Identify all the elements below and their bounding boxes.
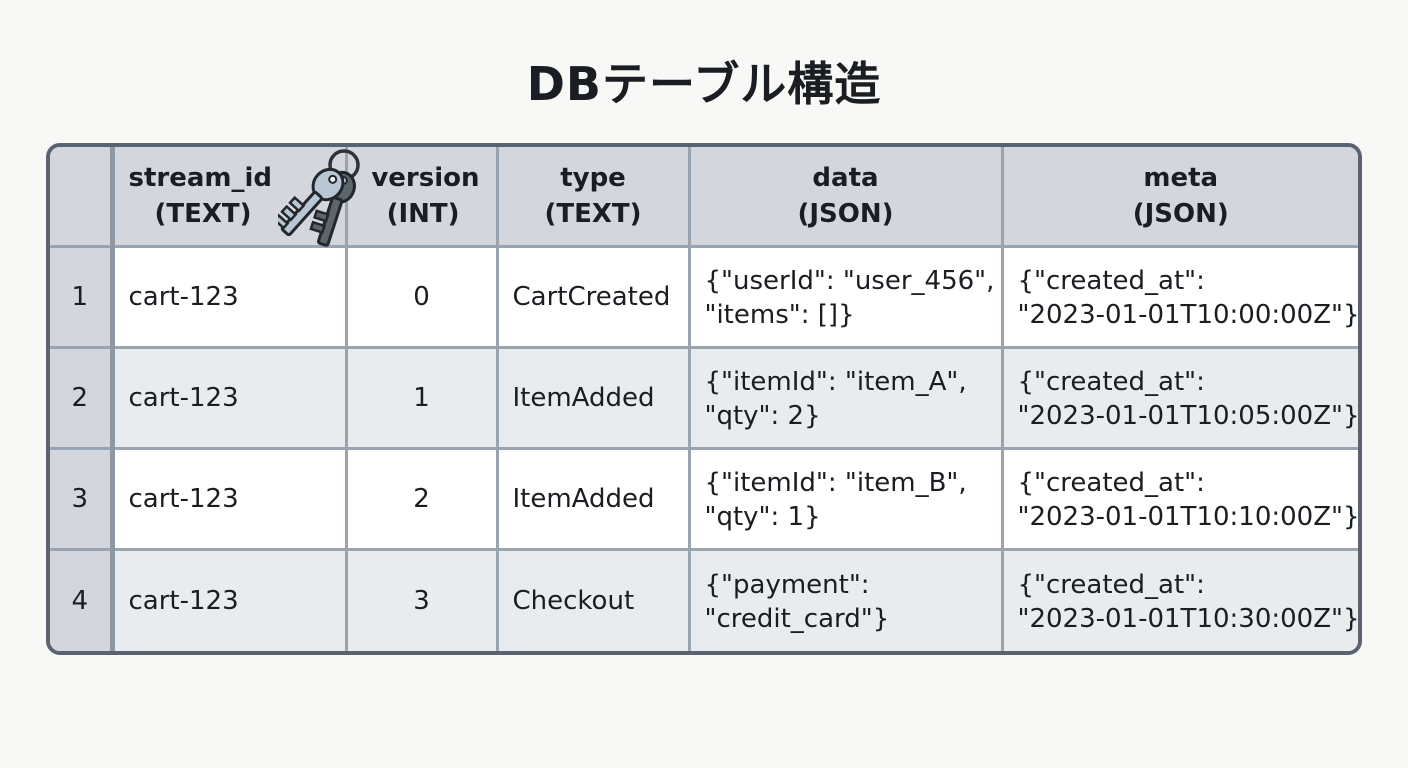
- column-name: data: [812, 163, 879, 193]
- column-header-version[interactable]: version (INT): [344, 147, 499, 248]
- json-line: "items": []}: [704, 300, 855, 331]
- cell-version[interactable]: 0: [344, 244, 499, 350]
- cell-stream-id[interactable]: cart-123: [110, 447, 348, 552]
- json-line: {"created_at":: [1017, 367, 1205, 398]
- cell-stream-id[interactable]: cart-123: [110, 548, 348, 651]
- event-table: stream_id (TEXT) version (INT) type (TEX…: [50, 147, 1358, 651]
- json-line: {"itemId": "item_B",: [704, 468, 967, 499]
- cell-data[interactable]: {"itemId": "item_A", "qty": 2}: [687, 346, 1004, 451]
- json-line: "2023-01-01T10:10:00Z"}: [1017, 502, 1360, 533]
- column-type: (TEXT): [154, 199, 252, 229]
- table-row[interactable]: 3 cart-123 2 ItemAdded {"itemId": "item_…: [50, 447, 1360, 552]
- cell-type[interactable]: Checkout: [495, 548, 691, 651]
- json-line: {"userId": "user_456",: [704, 266, 995, 297]
- json-line: {"created_at":: [1017, 570, 1205, 601]
- cell-version[interactable]: 2: [344, 447, 499, 552]
- cell-version[interactable]: 3: [344, 548, 499, 651]
- cell-type[interactable]: ItemAdded: [495, 447, 691, 552]
- cell-data[interactable]: {"payment": "credit_card"}: [687, 548, 1004, 651]
- json-line: "qty": 1}: [704, 502, 821, 533]
- cell-data[interactable]: {"itemId": "item_B", "qty": 1}: [687, 447, 1004, 552]
- column-name: type: [560, 163, 626, 193]
- column-name: meta: [1143, 163, 1219, 193]
- keys-icon: [278, 149, 360, 247]
- column-header-meta[interactable]: meta (JSON): [1000, 147, 1358, 248]
- cell-meta[interactable]: {"created_at": "2023-01-01T10:00:00Z"}: [1000, 244, 1360, 350]
- json-line: {"created_at":: [1017, 266, 1205, 297]
- table-row[interactable]: 1 cart-123 0 CartCreated {"userId": "use…: [50, 244, 1360, 350]
- cell-version[interactable]: 1: [344, 346, 499, 451]
- page-title: DBテーブル構造: [526, 57, 882, 111]
- json-line: "2023-01-01T10:05:00Z"}: [1017, 401, 1360, 432]
- column-type: (JSON): [797, 199, 894, 229]
- json-line: {"itemId": "item_A",: [704, 367, 967, 398]
- row-index: 4: [50, 548, 115, 651]
- column-name: stream_id: [128, 163, 273, 193]
- cell-meta[interactable]: {"created_at": "2023-01-01T10:05:00Z"}: [1000, 346, 1360, 451]
- json-line: "2023-01-01T10:00:00Z"}: [1017, 300, 1360, 331]
- column-type: (TEXT): [544, 199, 642, 229]
- json-line: "2023-01-01T10:30:00Z"}: [1017, 604, 1360, 635]
- cell-stream-id[interactable]: cart-123: [110, 244, 348, 350]
- table-row[interactable]: 4 cart-123 3 Checkout {"payment": "credi…: [50, 548, 1360, 651]
- cell-meta[interactable]: {"created_at": "2023-01-01T10:10:00Z"}: [1000, 447, 1360, 552]
- row-index: 3: [50, 447, 115, 552]
- column-header-data[interactable]: data (JSON): [687, 147, 1004, 248]
- json-line: "credit_card"}: [704, 604, 890, 635]
- column-header-type[interactable]: type (TEXT): [495, 147, 691, 248]
- column-name: version: [371, 163, 480, 193]
- db-table: stream_id (TEXT) version (INT) type (TEX…: [46, 143, 1362, 655]
- cell-stream-id[interactable]: cart-123: [110, 346, 348, 451]
- header-row: stream_id (TEXT) version (INT) type (TEX…: [50, 147, 1358, 248]
- json-line: {"payment":: [704, 570, 870, 601]
- column-header-stream-id[interactable]: stream_id (TEXT): [110, 147, 348, 248]
- index-header: [50, 147, 115, 248]
- column-type: (INT): [386, 199, 460, 229]
- table-row[interactable]: 2 cart-123 1 ItemAdded {"itemId": "item_…: [50, 346, 1360, 451]
- json-line: "qty": 2}: [704, 401, 821, 432]
- row-index: 2: [50, 346, 115, 451]
- cell-type[interactable]: ItemAdded: [495, 346, 691, 451]
- column-type: (JSON): [1132, 199, 1229, 229]
- cell-data[interactable]: {"userId": "user_456", "items": []}: [687, 244, 1004, 350]
- cell-meta[interactable]: {"created_at": "2023-01-01T10:30:00Z"}: [1000, 548, 1360, 651]
- row-index: 1: [50, 244, 115, 350]
- json-line: {"created_at":: [1017, 468, 1205, 499]
- cell-type[interactable]: CartCreated: [495, 244, 691, 350]
